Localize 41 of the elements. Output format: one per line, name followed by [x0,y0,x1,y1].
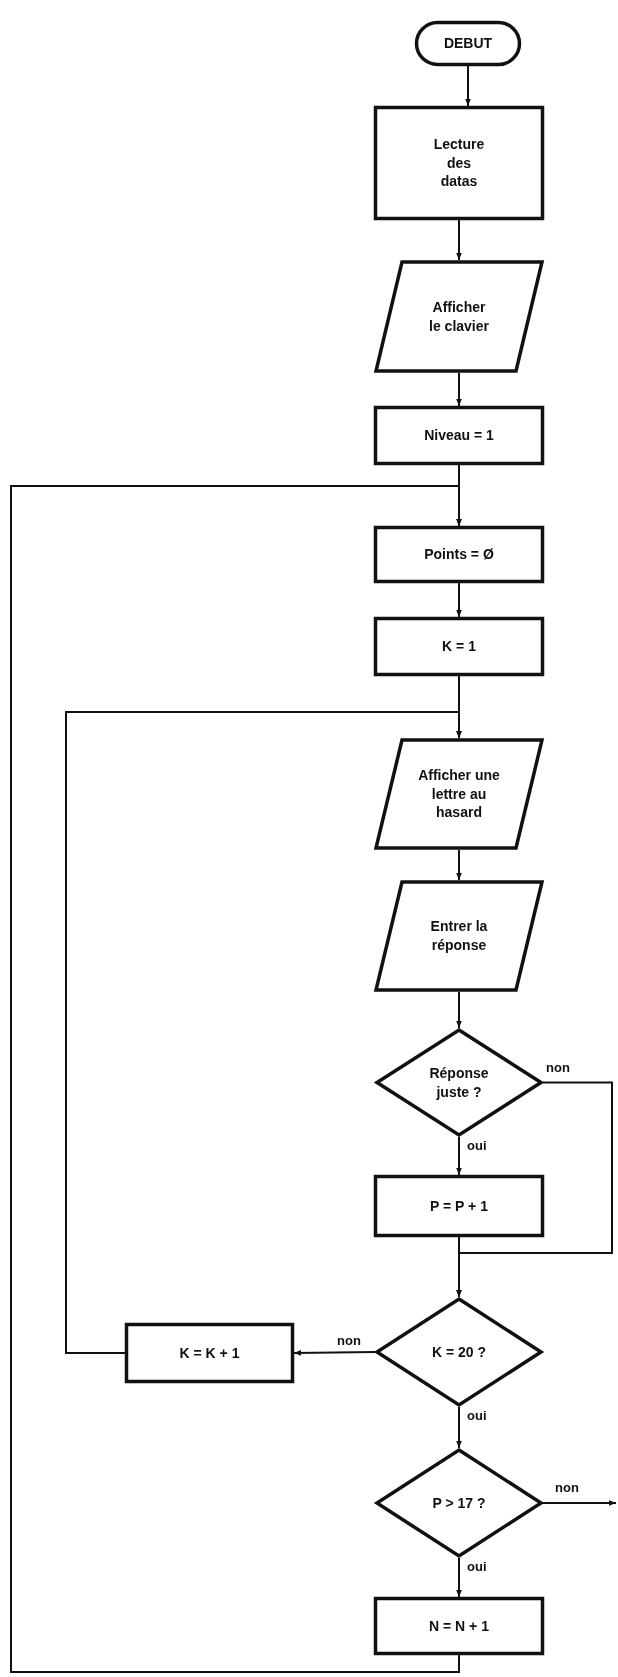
input-output-parallelogram [374,738,544,850]
decision-diamond [375,1028,543,1137]
arrow [456,1136,462,1176]
decision-diamond [375,1297,543,1407]
node-label: N = N + 1 [429,1616,489,1636]
process-box [374,406,544,465]
arrow [456,991,462,1029]
node-label: P > 17 ? [432,1493,486,1513]
arrow [456,219,462,261]
node-label: DEBUT [443,34,493,53]
input-output-parallelogram [374,880,544,992]
process-box [374,526,544,583]
node-label: Entrer la réponse [429,917,489,955]
node-label: Afficher une lettre au hasard [417,765,501,823]
arrow [456,1236,462,1298]
process-box [374,1597,544,1655]
node-label: P = P + 1 [430,1196,488,1216]
node-label: Points = Ø [424,545,494,564]
process-box [374,617,544,676]
process-box [374,1175,544,1237]
arrow [456,582,462,618]
node-label: K = 1 [442,637,476,656]
arrow [456,372,462,407]
node-label: Lecture des datas [432,134,486,192]
node-label: Niveau = 1 [424,426,494,445]
node-label: K = 20 ? [431,1342,487,1362]
node-label: Afficher le clavier [429,297,489,336]
decision-diamond [375,1448,543,1558]
input-output-parallelogram [374,260,544,373]
arrow [293,1350,376,1356]
node-label: Réponse juste ? [428,1063,490,1102]
arrow [65,711,462,1354]
arrow [456,1406,462,1449]
arrow [456,1557,462,1598]
process-box [125,1323,294,1383]
arrow [456,849,462,881]
arrow [542,1500,617,1506]
arrow [465,65,471,107]
arrow [10,485,462,1673]
process-box [374,106,544,220]
node-label: K = K + 1 [179,1343,240,1363]
